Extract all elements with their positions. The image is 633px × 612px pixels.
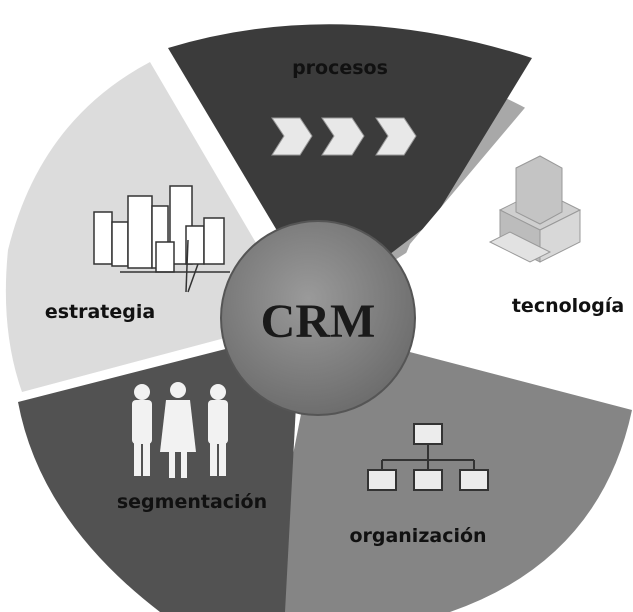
segment-label-procesos: procesos xyxy=(292,57,388,79)
segment-label-tecnologia: tecnología xyxy=(512,295,624,317)
crm-center-label: CRM xyxy=(261,295,376,348)
computer-icon xyxy=(488,155,582,263)
segment-label-segmentacion: segmentación xyxy=(117,491,267,513)
chevron-arrows-icon xyxy=(271,117,417,156)
people-silhouettes-icon xyxy=(132,382,228,478)
segment-procesos xyxy=(168,24,532,307)
segment-label-organizacion: organización xyxy=(349,525,486,547)
org-chart-icon xyxy=(367,423,489,491)
crm-hub xyxy=(220,220,416,416)
segment-segmentacion xyxy=(18,330,300,612)
city-buildings-icon xyxy=(93,185,230,293)
segment-label-estrategia: estrategia xyxy=(45,301,155,323)
